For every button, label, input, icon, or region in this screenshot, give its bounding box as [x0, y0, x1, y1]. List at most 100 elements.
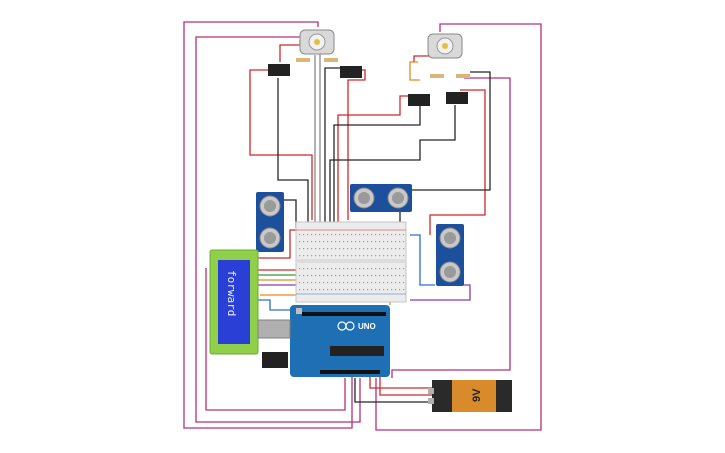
breadboard-hole [379, 282, 381, 284]
breadboard-hole [299, 248, 301, 250]
breadboard-hole [303, 275, 305, 277]
breadboard-hole [403, 255, 405, 257]
breadboard-hole [327, 289, 329, 291]
breadboard-hole [335, 234, 337, 236]
breadboard-hole [311, 275, 313, 277]
breadboard-hole [403, 248, 405, 250]
wire-black-1 [277, 78, 309, 225]
breadboard-hole [335, 241, 337, 243]
wire-orange-1 [409, 61, 420, 81]
breadboard-hole [355, 275, 357, 277]
breadboard-hole [383, 268, 385, 270]
breadboard-hole [355, 248, 357, 250]
motor-left [299, 29, 335, 55]
breadboard-hole [315, 241, 317, 243]
breadboard-hole [323, 282, 325, 284]
breadboard-hole [327, 234, 329, 236]
breadboard-hole [351, 275, 353, 277]
wire-magenta-right-loop [375, 23, 542, 431]
breadboard-hole [299, 275, 301, 277]
breadboard-hole [371, 275, 373, 277]
breadboard-hole [359, 248, 361, 250]
breadboard-hole [319, 275, 321, 277]
breadboard-hole [335, 268, 337, 270]
breadboard-hole [339, 289, 341, 291]
battery-label: 9V [471, 388, 483, 402]
breadboard-hole [359, 289, 361, 291]
breadboard-hole [351, 268, 353, 270]
arduino-model-label: UNO [358, 322, 376, 331]
breadboard-hole [399, 255, 401, 257]
breadboard-hole [371, 268, 373, 270]
breadboard-hole [315, 268, 317, 270]
breadboard-hole [307, 255, 309, 257]
breadboard-hole [363, 275, 365, 277]
breadboard-hole [375, 275, 377, 277]
breadboard-hole [299, 241, 301, 243]
breadboard-hole [307, 234, 309, 236]
breadboard-hole [347, 248, 349, 250]
breadboard-hole [371, 241, 373, 243]
breadboard-hole [339, 241, 341, 243]
breadboard-hole [375, 289, 377, 291]
breadboard-hole [307, 248, 309, 250]
resistor-2 [324, 58, 338, 62]
breadboard-hole [399, 234, 401, 236]
wire-blue-2 [410, 234, 435, 286]
breadboard-hole [379, 248, 381, 250]
breadboard-hole [319, 255, 321, 257]
wire-black-3 [333, 104, 421, 225]
driver-chip-4 [446, 92, 468, 104]
breadboard-hole [303, 289, 305, 291]
breadboard-hole [355, 241, 357, 243]
wire-red-6 [413, 55, 430, 62]
breadboard-hole [379, 275, 381, 277]
breadboard-hole [339, 255, 341, 257]
breadboard-hole [303, 255, 305, 257]
breadboard-hole [379, 289, 381, 291]
breadboard-hole [299, 234, 301, 236]
wire-orange-4 [260, 294, 301, 300]
breadboard-hole [331, 234, 333, 236]
breadboard-hole [403, 282, 405, 284]
breadboard-hole [375, 282, 377, 284]
breadboard-hole [367, 268, 369, 270]
wire-black-4 [329, 105, 456, 225]
breadboard-hole [327, 248, 329, 250]
breadboard-hole [371, 282, 373, 284]
resistor-3 [430, 74, 444, 78]
breadboard-hole [363, 268, 365, 270]
breadboard-hole [323, 241, 325, 243]
breadboard-hole [375, 248, 377, 250]
breadboard-hole [315, 255, 317, 257]
breadboard-hole [319, 234, 321, 236]
breadboard-hole [367, 282, 369, 284]
breadboard-hole [383, 234, 385, 236]
wire-magenta-left-loop [183, 21, 353, 429]
breadboard-hole [331, 268, 333, 270]
breadboard-hole [355, 289, 357, 291]
breadboard-hole [355, 268, 357, 270]
breadboard-hole [323, 275, 325, 277]
breadboard-hole [303, 234, 305, 236]
breadboard-hole [371, 289, 373, 291]
driver-chip-1 [268, 64, 290, 76]
breadboard-hole [379, 241, 381, 243]
breadboard-hole [371, 248, 373, 250]
breadboard-hole [383, 275, 385, 277]
breadboard-hole [383, 282, 385, 284]
breadboard-hole [399, 275, 401, 277]
breadboard-hole [311, 255, 313, 257]
breadboard-hole [347, 255, 349, 257]
breadboard-hole [363, 255, 365, 257]
breadboard-hole [359, 255, 361, 257]
breadboard-hole [323, 268, 325, 270]
wire-red-5 [429, 89, 486, 235]
breadboard-hole [383, 248, 385, 250]
breadboard-hole [319, 289, 321, 291]
breadboard-hole [367, 248, 369, 250]
breadboard-hole [319, 248, 321, 250]
breadboard-hole [327, 275, 329, 277]
breadboard-hole [375, 234, 377, 236]
